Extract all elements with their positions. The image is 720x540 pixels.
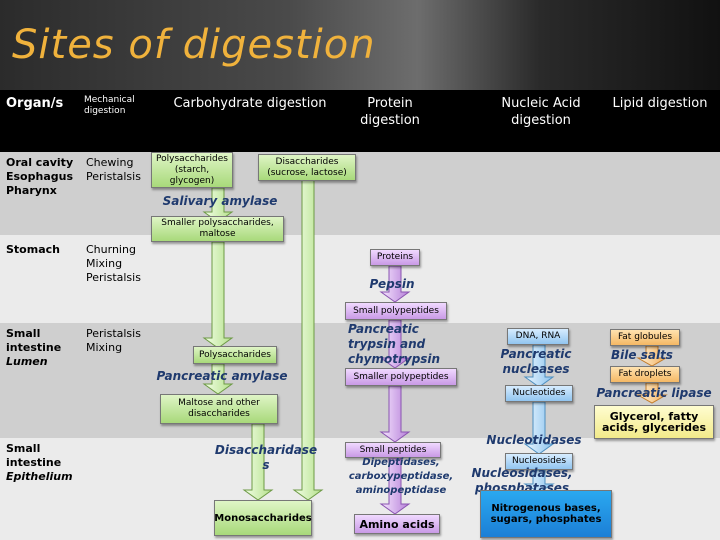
arrow-carb-2 bbox=[202, 241, 234, 349]
col-mechanical: Mechanical digestion bbox=[84, 95, 135, 116]
arrow-nucleic-1 bbox=[523, 344, 555, 388]
box-polysaccharides-starch: Polysaccharides (starch, glycogen) bbox=[151, 152, 233, 188]
arrow-carb-3 bbox=[202, 363, 234, 395]
arrow-protein-2 bbox=[379, 319, 411, 369]
box-fat-globules: Fat globules bbox=[610, 329, 680, 346]
arrow-lipid-2 bbox=[636, 382, 668, 404]
organ-epithelium: Small intestine Epithelium bbox=[6, 442, 73, 484]
mech-oral: Chewing Peristalsis bbox=[86, 156, 141, 183]
arrow-nucleic-2 bbox=[523, 401, 555, 455]
box-dna-rna: DNA, RNA bbox=[507, 328, 569, 345]
arrow-nucleic-3 bbox=[523, 469, 555, 493]
arrow-protein-3 bbox=[379, 385, 411, 443]
box-nucleic-products: Nitrogenous bases, sugars, phosphates bbox=[480, 490, 612, 538]
label-pancreatic-amylase: Pancreatic amylase bbox=[156, 369, 288, 383]
box-amino-acids: Amino acids bbox=[354, 514, 440, 534]
box-monosaccharides: Monosaccharides bbox=[214, 500, 312, 536]
row-oral bbox=[0, 152, 720, 235]
label-pancreatic-lipase: Pancreatic lipase bbox=[596, 386, 712, 400]
label-peptidases: Dipeptidases, carboxypeptidase, aminopep… bbox=[348, 457, 454, 496]
box-small-polypeptides: Small polypeptides bbox=[345, 302, 447, 320]
box-smaller-polypeptides: Smaller polypeptides bbox=[345, 368, 457, 386]
column-header-bar bbox=[0, 90, 720, 152]
col-nucleic: Nucleic Acid digestion bbox=[501, 96, 581, 128]
box-polysaccharides: Polysaccharides bbox=[193, 346, 277, 364]
organ-oral: Oral cavity Esophagus Pharynx bbox=[6, 156, 74, 197]
mech-stomach: Churning Mixing Peristalsis bbox=[86, 243, 141, 284]
label-salivary-amylase: Salivary amylase bbox=[162, 194, 278, 208]
arrow-disaccharides bbox=[292, 179, 324, 501]
header-banner: Sites of digestion bbox=[0, 0, 720, 90]
slide-title: Sites of digestion bbox=[12, 22, 376, 68]
label-pepsin: Pepsin bbox=[369, 277, 415, 291]
organ-lumen: Small intestine Lumen bbox=[6, 327, 66, 369]
organ-epithelium-name: Small intestine bbox=[6, 442, 62, 469]
box-lipid-products: Glycerol, fatty acids, glycerides bbox=[594, 405, 714, 439]
col-protein: Protein digestion bbox=[360, 96, 420, 128]
col-organ: Organ/s bbox=[6, 96, 64, 111]
box-fat-droplets: Fat droplets bbox=[610, 366, 680, 383]
organ-lumen-sub: Lumen bbox=[6, 355, 48, 368]
box-disaccharides: Disaccharides (sucrose, lactose) bbox=[258, 154, 356, 181]
arrow-protein-4 bbox=[379, 457, 411, 515]
box-nucleosides: Nucleosides bbox=[505, 453, 573, 470]
col-lipid: Lipid digestion bbox=[612, 96, 708, 111]
box-maltose: Maltose and other disaccharides bbox=[160, 394, 278, 424]
box-small-peptides: Small peptides bbox=[345, 442, 441, 458]
box-smaller-polysaccharides: Smaller polysaccharides, maltose bbox=[151, 216, 284, 242]
organ-stomach: Stomach bbox=[6, 243, 60, 256]
label-trypsin: Pancreatic trypsin and chymotrypsin bbox=[348, 322, 441, 366]
label-disaccharidases: Disaccharidases bbox=[214, 443, 318, 472]
mech-lumen: Peristalsis Mixing bbox=[86, 327, 141, 354]
arrow-lipid-1 bbox=[636, 345, 668, 367]
label-nucleases: Pancreatic nucleases bbox=[500, 347, 572, 376]
organ-epithelium-sub: Epithelium bbox=[6, 470, 73, 483]
box-proteins: Proteins bbox=[370, 249, 420, 266]
label-nucleotidases: Nucleotidases bbox=[486, 433, 582, 447]
arrow-protein-1 bbox=[379, 265, 411, 303]
organ-lumen-name: Small intestine bbox=[6, 327, 62, 354]
arrow-carb-4 bbox=[242, 423, 274, 501]
label-bile-salts: Bile salts bbox=[611, 348, 673, 362]
col-carbohydrate: Carbohydrate digestion bbox=[173, 96, 327, 111]
box-nucleotides: Nucleotides bbox=[505, 385, 573, 402]
